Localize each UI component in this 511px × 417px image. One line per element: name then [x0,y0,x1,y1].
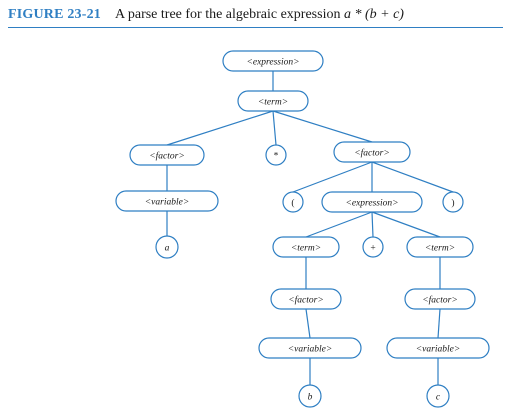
figure-caption: FIGURE 23-21 A parse tree for the algebra… [8,5,503,25]
tree-node-shape [237,90,309,112]
tree-edges [166,71,454,385]
tree-node-shape [272,236,340,258]
tree-node-leaf-a: a [155,235,179,259]
tree-node-shape [222,50,324,72]
tree-node-shape [404,288,476,310]
tree-node-label: * [274,152,279,162]
tree-node-factor-c-parent: <factor> [404,288,476,310]
tree-node-label: ( [291,198,294,209]
tree-node-label: <factor> [422,295,458,306]
tree-edge-factor-right-to-close-paren [371,161,454,193]
tree-node-variable-a-parent: <variable> [115,190,219,212]
tree-edge-term-root-to-factor-left [166,110,274,146]
tree-edge-term-root-to-factor-right [272,110,373,143]
caption-divider [8,27,503,28]
tree-node-plus: + [362,236,384,258]
figure-title-expression: a * (b + c) [343,7,404,22]
tree-node-label: <term> [291,244,321,254]
tree-edge-expression-inner-to-term-right [371,211,441,238]
tree-node-expression-root: <expression> [222,50,324,72]
tree-node-factor-b-parent: <factor> [270,288,342,310]
tree-node-shape [155,235,179,259]
tree-node-leaf-b: b [298,384,322,408]
tree-node-label: <factor> [354,148,390,159]
tree-node-label: <variable> [145,198,189,208]
tree-node-term-root: <term> [237,90,309,112]
tree-node-shape [282,191,304,213]
tree-node-label: <expression> [345,199,398,209]
tree-node-shape [129,144,205,166]
tree-node-shape [386,337,490,359]
figure-number: FIGURE 23-21 [8,7,102,22]
tree-node-expression-inner: <expression> [321,191,423,213]
tree-node-shape [333,141,411,163]
tree-node-open-paren: ( [282,191,304,213]
tree-node-label: + [370,244,375,254]
tree-edge-term-root-to-star [272,110,277,146]
tree-node-label: c [436,393,441,403]
tree-node-label: <factor> [149,151,185,162]
tree-node-variable-b-parent: <variable> [258,337,362,359]
tree-node-label: <term> [258,98,288,108]
tree-node-label: ) [451,198,454,209]
tree-node-label: <variable> [288,345,332,355]
tree-edge-factor-c-parent-to-variable-c-parent [437,308,441,339]
tree-node-factor-left: <factor> [129,144,205,166]
tree-nodes: <expression> <term> <factor> * <factor> <vari… [115,50,490,408]
tree-edge-factor-b-parent-to-variable-b-parent [305,308,311,339]
tree-node-label: <variable> [416,345,460,355]
tree-edge-expression-inner-to-term-left [305,211,373,238]
figure-title: A parse tree for the algebraic expressio… [115,7,404,22]
tree-node-label: <term> [425,244,455,254]
tree-node-shape [406,236,474,258]
tree-edge-expression-inner-to-plus [371,211,374,238]
tree-node-shape [321,191,423,213]
tree-node-term-right: <term> [406,236,474,258]
tree-node-star: * [265,144,287,166]
tree-node-label: <factor> [288,295,324,306]
tree-node-shape [258,337,362,359]
tree-node-factor-right: <factor> [333,141,411,163]
tree-node-shape [362,236,384,258]
tree-node-shape [115,190,219,212]
tree-node-label: a [165,244,170,254]
tree-node-variable-c-parent: <variable> [386,337,490,359]
tree-node-label: <expression> [246,58,299,68]
tree-node-label: b [308,393,313,403]
tree-node-shape [298,384,322,408]
tree-node-leaf-c: c [426,384,450,408]
tree-node-close-paren: ) [442,191,464,213]
tree-node-shape [270,288,342,310]
tree-node-term-left: <term> [272,236,340,258]
tree-node-shape [265,144,287,166]
tree-edge-factor-right-to-open-paren [292,161,373,193]
tree-node-shape [426,384,450,408]
tree-node-shape [442,191,464,213]
figure-title-text: A parse tree for the algebraic expressio… [115,7,344,22]
